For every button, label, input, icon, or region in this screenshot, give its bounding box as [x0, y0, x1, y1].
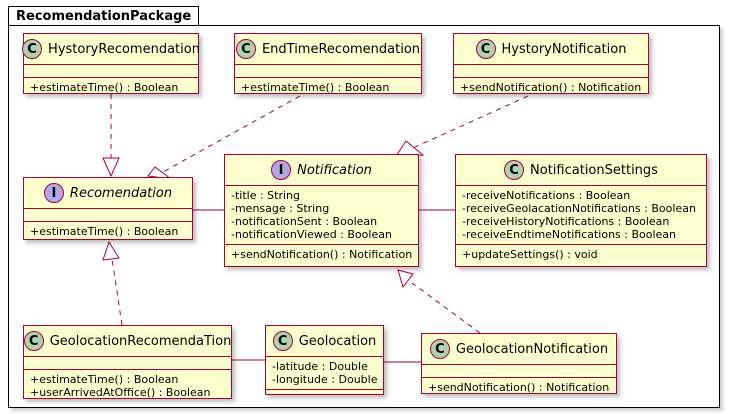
interface-badge-icon: I — [43, 183, 64, 203]
class-header: I Recomendation — [24, 178, 192, 209]
attribute: -receiveHistoryNotifications : Boolean — [462, 215, 670, 228]
class-name: HystoryNotification — [501, 41, 627, 57]
attribute: -receiveGeolacationNotifications : Boole… — [462, 202, 696, 215]
class-header: C GeolocationRecomendaTion — [23, 326, 232, 357]
class-name: Geolocation — [298, 333, 377, 349]
class-header: C GeolocationNotification — [422, 334, 616, 365]
methods-section — [266, 389, 383, 402]
interface-recomendation[interactable]: I Recomendation +estimateTime() : Boolea… — [23, 177, 193, 240]
class-name: NotificationSettings — [530, 162, 658, 178]
method: +estimateTime() : Boolean — [30, 225, 179, 238]
class-hystory-notification[interactable]: C HystoryNotification +sendNotification(… — [453, 33, 649, 94]
attributes-section — [235, 65, 421, 77]
attributes-section — [422, 365, 616, 377]
class-name: Recomendation — [69, 185, 173, 201]
methods-section: +sendNotification() : Notification — [225, 244, 418, 264]
class-geolocation-notification[interactable]: C GeolocationNotification +sendNotificat… — [421, 333, 617, 394]
attributes-section — [454, 65, 648, 77]
methods-section: +estimateTime() : Boolean — [24, 77, 198, 97]
methods-section: +sendNotification() : Notification — [454, 77, 648, 97]
attribute: -notificationViewed : Boolean — [231, 228, 392, 241]
method: +userArrivedAtOffice() : Boolean — [30, 386, 211, 399]
class-badge-icon: C — [22, 39, 43, 59]
realization-endtimerecomendation-recomendation — [162, 95, 301, 173]
attributes-section: -latitude : Double -longitude : Double — [266, 357, 383, 389]
class-badge-icon: C — [504, 160, 525, 180]
class-name: EndTimeRecomendation — [261, 41, 421, 57]
package-frame — [8, 25, 720, 408]
realization-geolocationnotification-notification — [411, 282, 481, 334]
method: +sendNotification() : Notification — [460, 81, 642, 94]
class-name: GeolocationRecomendaTion — [49, 333, 232, 349]
attribute: -notificationSent : Boolean — [231, 215, 378, 228]
method: +estimateTime() : Boolean — [30, 373, 179, 386]
methods-section: +estimateTime() : Boolean — [24, 221, 192, 241]
class-header: I Notification — [225, 155, 418, 186]
class-badge-icon: C — [235, 39, 256, 59]
class-badge-icon: C — [475, 39, 496, 59]
attributes-section: -title : String -mensage : String -notif… — [225, 186, 418, 244]
methods-section: +estimateTime() : Boolean — [235, 77, 421, 97]
realization-hystorynotification-notification — [412, 95, 529, 149]
method: +sendNotification() : Notification — [231, 248, 413, 261]
class-notification-settings[interactable]: C NotificationSettings -receiveNotificat… — [455, 154, 707, 267]
realization-arrowhead — [102, 240, 120, 261]
realization-arrowhead — [397, 269, 414, 289]
class-badge-icon: C — [23, 331, 44, 351]
interface-badge-icon: I — [271, 160, 292, 180]
attribute: -latitude : Double — [272, 360, 368, 373]
realization-arrowhead — [102, 157, 120, 178]
methods-section: +updateSettings() : void — [456, 244, 706, 264]
package-tab: RecomendationPackage — [8, 6, 200, 26]
class-geolocation-recomendation[interactable]: C GeolocationRecomendaTion +estimateTime… — [23, 325, 232, 399]
class-hystory-recomendation[interactable]: C HystoryRecomendation +estimateTime() :… — [22, 33, 200, 97]
class-header: C Geolocation — [266, 326, 383, 357]
class-name: Notification — [297, 162, 372, 178]
class-header: C HystoryNotification — [454, 34, 648, 65]
method: +estimateTime() : Boolean — [241, 81, 390, 94]
method: +estimateTime() : Boolean — [30, 81, 179, 94]
method: +updateSettings() : void — [462, 248, 598, 261]
attributes-section — [24, 357, 231, 369]
attribute: -receiveNotifications : Boolean — [462, 189, 631, 202]
method: +sendNotification() : Notification — [428, 381, 610, 394]
class-end-time-recomendation[interactable]: C EndTimeRecomendation +estimateTime() :… — [234, 33, 422, 94]
attribute: -title : String — [231, 189, 301, 202]
class-header: C NotificationSettings — [456, 155, 706, 186]
methods-section: +estimateTime() : Boolean +userArrivedAt… — [24, 369, 231, 402]
class-badge-icon: C — [429, 339, 450, 359]
realization-geolocationrecomendation-recomendation — [110, 251, 123, 326]
attributes-section — [24, 65, 198, 77]
methods-section: +sendNotification() : Notification — [422, 377, 616, 397]
attribute: -longitude : Double — [272, 373, 378, 386]
class-header: C EndTimeRecomendation — [235, 34, 421, 65]
class-header: C HystoryRecomendation — [22, 34, 200, 65]
attribute: -mensage : String — [231, 202, 330, 215]
attributes-section: -receiveNotifications : Boolean -receive… — [456, 186, 706, 244]
interface-notification[interactable]: I Notification -title : String -mensage … — [224, 154, 419, 267]
attributes-section — [24, 209, 192, 221]
class-badge-icon: C — [272, 331, 293, 351]
class-name: HystoryRecomendation — [48, 41, 200, 57]
attribute: -receiveEndtimeNotifications : Boolean — [462, 228, 677, 241]
class-name: GeolocationNotification — [455, 341, 609, 357]
class-geolocation[interactable]: C Geolocation -latitude : Double -longit… — [265, 325, 384, 395]
